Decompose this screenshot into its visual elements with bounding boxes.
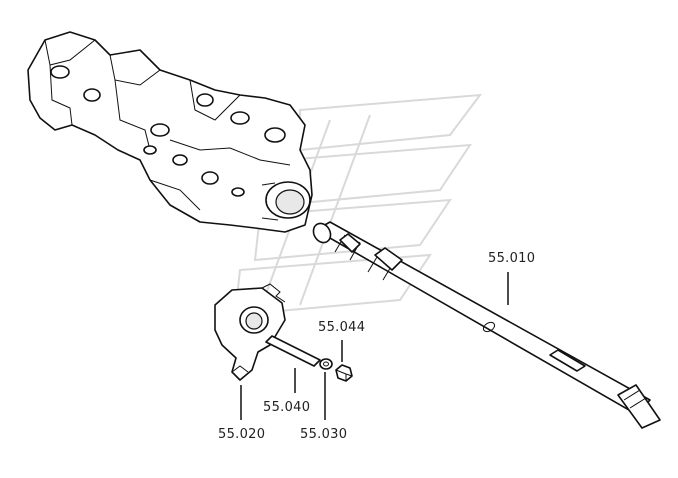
leader-lines — [240, 272, 509, 420]
label-55-010: 55.010 — [488, 251, 535, 266]
lever-55-020 — [214, 283, 286, 381]
pin-55-040 — [265, 335, 321, 367]
part-labels: 55.010 55.020 55.040 55.030 55.044 — [218, 251, 535, 442]
label-55-030: 55.030 — [300, 427, 347, 442]
label-55-040: 55.040 — [263, 400, 310, 415]
shaft-55-010 — [312, 221, 661, 429]
label-55-020: 55.020 — [218, 427, 265, 442]
valve-housing — [27, 31, 313, 233]
label-55-044: 55.044 — [318, 320, 365, 335]
nut-55-044 — [335, 364, 353, 382]
washer-55-030 — [319, 358, 333, 370]
